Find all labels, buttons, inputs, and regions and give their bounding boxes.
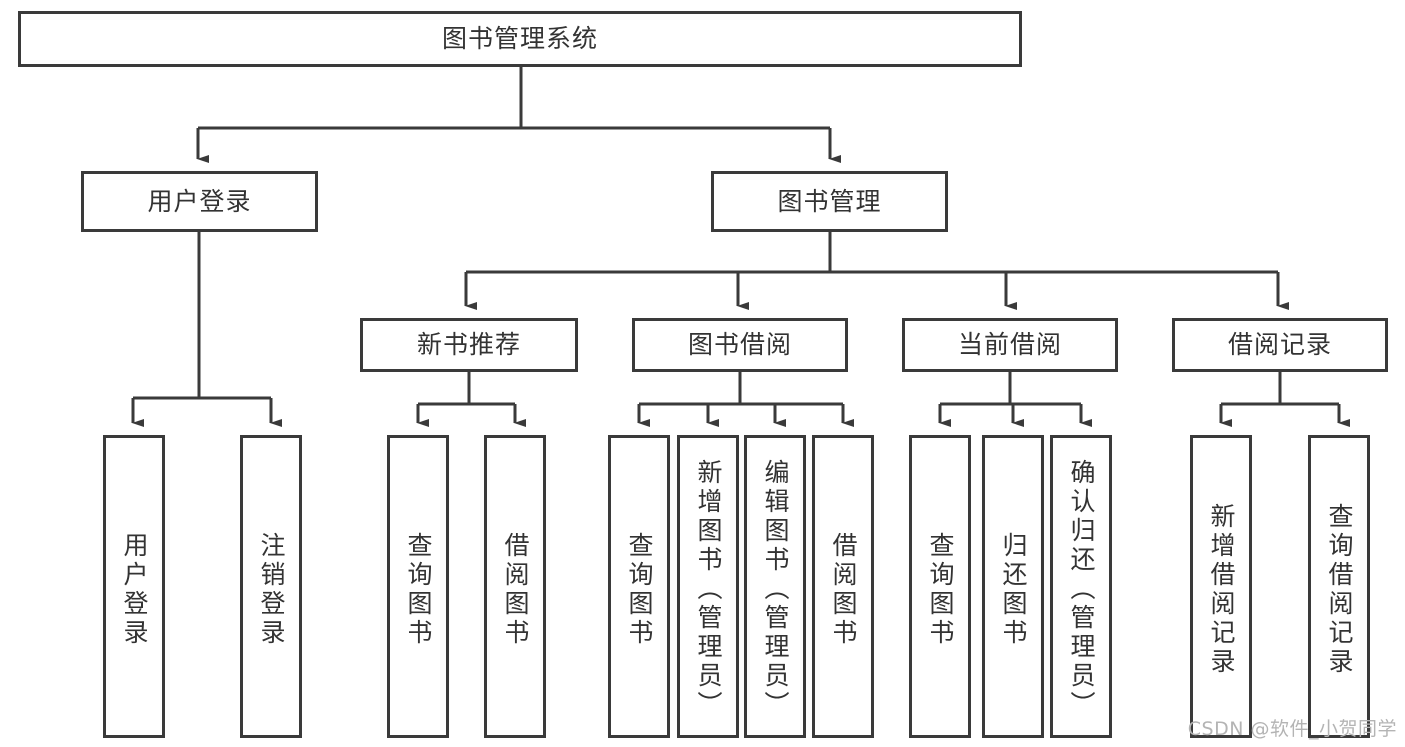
node-leaf-add-book[interactable]: 新增图书（管理员） [677, 435, 739, 738]
node-label: 归还图书 [999, 531, 1028, 648]
node-label: 查询图书 [625, 531, 654, 648]
watermark-text: CSDN @软件_小贺同学 [1187, 718, 1397, 740]
node-label: 查询借阅记录 [1325, 502, 1354, 677]
node-label: 查询图书 [404, 531, 433, 648]
node-leaf-edit-book[interactable]: 编辑图书（管理员） [744, 435, 806, 738]
node-label: 新增借阅记录 [1207, 502, 1236, 677]
node-label: 确认归还（管理员） [1067, 459, 1096, 720]
node-current-borrow[interactable]: 当前借阅 [902, 318, 1118, 372]
node-leaf-user-login[interactable]: 用户登录 [103, 435, 165, 738]
node-label: 借阅图书 [829, 531, 858, 648]
node-leaf-borrow-book-2[interactable]: 借阅图书 [812, 435, 874, 738]
node-new-book-rec[interactable]: 新书推荐 [360, 318, 578, 372]
node-label: 查询图书 [926, 531, 955, 648]
node-user-login[interactable]: 用户登录 [81, 171, 318, 232]
node-label: 用户登录 [120, 531, 149, 648]
node-leaf-query-book-1[interactable]: 查询图书 [387, 435, 449, 738]
node-leaf-return-book[interactable]: 归还图书 [982, 435, 1044, 738]
node-label: 新增图书（管理员） [694, 459, 723, 720]
node-leaf-confirm-return[interactable]: 确认归还（管理员） [1050, 435, 1112, 738]
node-leaf-add-record[interactable]: 新增借阅记录 [1190, 435, 1252, 738]
node-leaf-query-book-2[interactable]: 查询图书 [608, 435, 670, 738]
node-label: 编辑图书（管理员） [761, 459, 790, 720]
node-label: 当前借阅 [957, 330, 1062, 360]
node-book-borrow[interactable]: 图书借阅 [632, 318, 848, 372]
node-leaf-query-book-3[interactable]: 查询图书 [909, 435, 971, 738]
node-label: 图书管理 [777, 186, 882, 216]
node-leaf-borrow-book-1[interactable]: 借阅图书 [484, 435, 546, 738]
node-label: 借阅图书 [501, 531, 530, 648]
node-leaf-query-record[interactable]: 查询借阅记录 [1308, 435, 1370, 738]
node-borrow-record[interactable]: 借阅记录 [1172, 318, 1388, 372]
node-label: 注销登录 [257, 531, 286, 648]
node-label: 借阅记录 [1227, 330, 1332, 360]
node-label: 用户登录 [147, 186, 252, 216]
node-leaf-logout[interactable]: 注销登录 [240, 435, 302, 738]
node-label: 新书推荐 [416, 330, 521, 360]
node-label: 图书借阅 [687, 330, 792, 360]
node-root[interactable]: 图书管理系统 [18, 11, 1022, 67]
node-label: 图书管理系统 [441, 24, 598, 54]
node-book-manage[interactable]: 图书管理 [711, 171, 948, 232]
